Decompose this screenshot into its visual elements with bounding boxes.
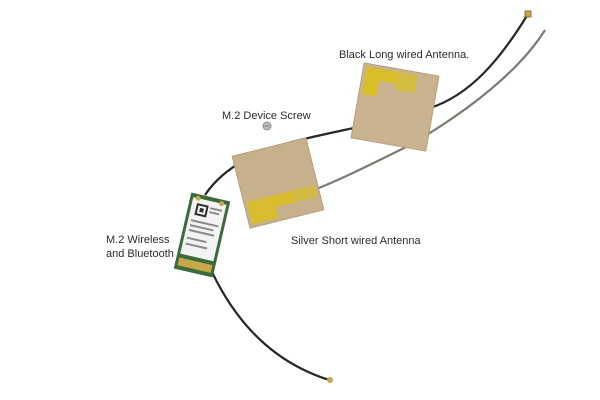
lower-cable-connector bbox=[327, 377, 333, 383]
m2-card-label-line1: M.2 Wireless bbox=[106, 234, 170, 246]
black-antenna-label: Black Long wired Antenna. bbox=[339, 49, 470, 61]
m2-card bbox=[173, 192, 231, 278]
m2-card-label-line2: and Bluetooth bbox=[106, 248, 174, 260]
card-lower-cable bbox=[211, 271, 331, 382]
black-cable-connector bbox=[525, 11, 531, 17]
m2-card-label: M.2 Wireless and Bluetooth bbox=[106, 233, 174, 261]
m2-screw-icon bbox=[262, 121, 272, 131]
silver-antenna-pad bbox=[231, 137, 325, 229]
silver-antenna-label: Silver Short wired Antenna bbox=[291, 235, 421, 247]
device-screw-label: M.2 Device Screw bbox=[222, 110, 311, 122]
black-antenna-pad bbox=[350, 62, 440, 152]
